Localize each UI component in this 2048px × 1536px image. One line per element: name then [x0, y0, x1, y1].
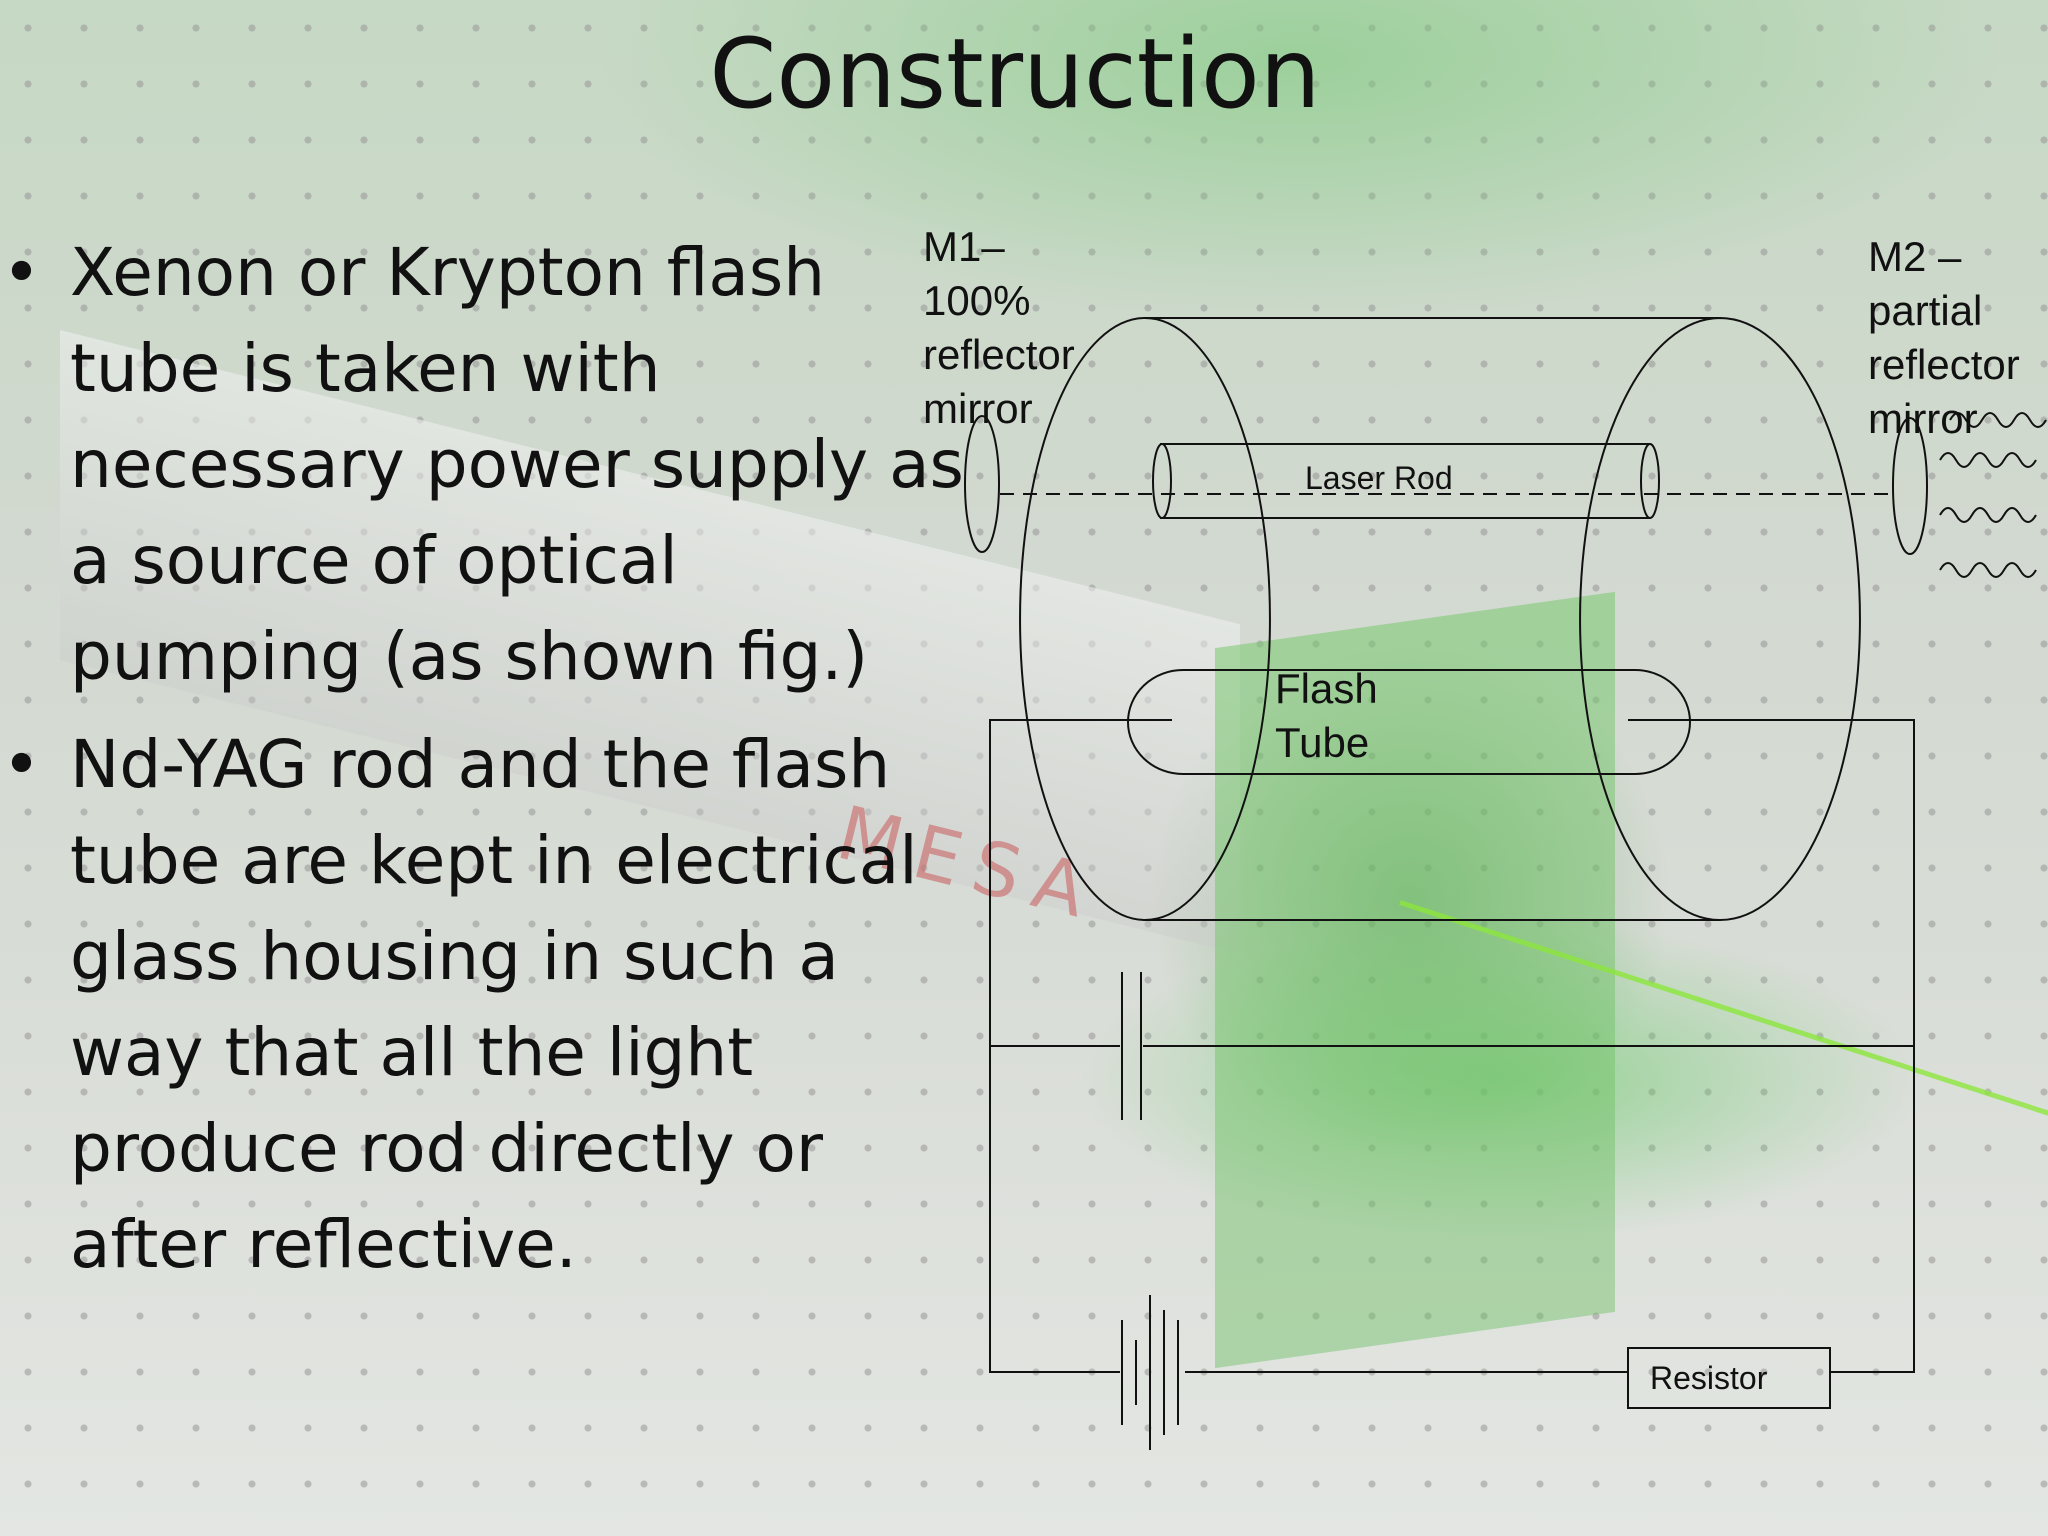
bullet-glyph: •: [2, 726, 41, 803]
housing-right-face: [1579, 316, 1861, 922]
output-wave: [1939, 562, 2037, 578]
mirror-m2: [1892, 417, 1928, 555]
laser-rod-right-end: [1640, 443, 1660, 519]
bullet-text: Xenon or Krypton flash tube is taken wit…: [70, 234, 964, 695]
flash-tube-label: Flash Tube: [1275, 665, 1378, 766]
output-wave: [1939, 507, 2037, 523]
mirror-m2-label: M2 – partial reflector mirror: [1868, 233, 2020, 442]
slide-title: Construction: [709, 18, 1321, 130]
housing-cylinder: [1145, 317, 1720, 921]
resistor-label: Resistor: [1650, 1360, 1768, 1396]
bullet-item: • Xenon or Krypton flash tube is taken w…: [0, 225, 980, 705]
bullet-list: • Xenon or Krypton flash tube is taken w…: [0, 225, 980, 1305]
bullet-glyph: •: [2, 234, 41, 311]
bullet-text: Nd-YAG rod and the flash tube are kept i…: [70, 726, 918, 1283]
mirror-m1: [964, 415, 1000, 553]
housing-left-face: [1019, 316, 1271, 922]
laser-rod: [1160, 443, 1650, 519]
flash-tube: [1127, 669, 1691, 775]
laser-rod-left-end: [1152, 443, 1172, 519]
output-wave: [1939, 452, 2037, 468]
resistor-box: [1627, 1347, 1831, 1409]
laser-rod-label: Laser Rod: [1305, 460, 1453, 496]
bullet-item: • Nd-YAG rod and the flash tube are kept…: [0, 717, 980, 1293]
mirror-m1-label: M1– 100% reflector mirror: [923, 223, 1075, 432]
output-wave: [1949, 412, 2047, 428]
